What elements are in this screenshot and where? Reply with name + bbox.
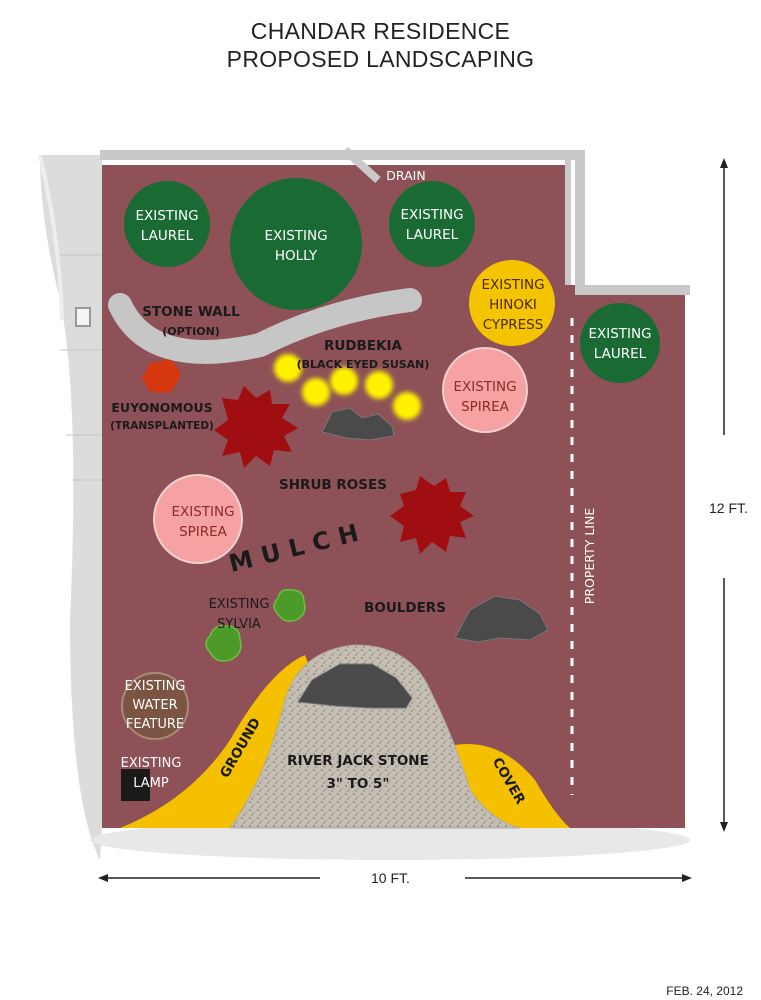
label-euyonomous: EUYONOMOUS	[111, 400, 212, 415]
label-stone-wall: STONE WALL	[142, 304, 240, 320]
boulder-top	[321, 407, 395, 441]
width-dimension-label: 10 FT.	[371, 870, 410, 886]
label-property-line: PROPERTY LINE	[582, 508, 597, 605]
label-lamp-1: EXISTING	[121, 756, 182, 771]
existing-laurel-right	[580, 303, 660, 383]
house-wall-shade	[40, 155, 102, 860]
label-laurel-r-2: LAUREL	[594, 346, 647, 362]
label-river-1: RIVER JACK STONE	[287, 753, 429, 769]
label-holly-2: HOLLY	[275, 248, 318, 264]
river-jack-stone	[229, 644, 521, 829]
boulder-center	[297, 663, 413, 709]
label-laurel-tc-2: LAUREL	[406, 227, 459, 243]
existing-water-feature	[121, 672, 189, 740]
label-laurel-r-1: EXISTING	[588, 326, 651, 342]
existing-sylvia-lower	[205, 624, 242, 662]
shrub-rose-lower	[390, 476, 474, 554]
label-holly-1: EXISTING	[264, 228, 327, 244]
label-hinoki-3: CYPRESS	[483, 317, 544, 333]
label-spirea-l-2: SPIREA	[179, 524, 228, 540]
border-wall	[100, 150, 690, 295]
label-rudbekia: RUDBEKIA	[324, 338, 403, 354]
euyonomous-shrub	[142, 359, 181, 393]
label-spirea-r-1: EXISTING	[453, 379, 516, 395]
label-spirea-r-2: SPIREA	[461, 399, 510, 415]
rudbekia-plants	[274, 354, 421, 420]
label-shrub-roses: SHRUB ROSES	[279, 477, 387, 493]
label-hinoki-2: HINOKI	[489, 297, 537, 313]
ground-shadow	[90, 820, 690, 860]
label-water-2: WATER	[132, 698, 177, 713]
title-line-1: CHANDAR RESIDENCE	[250, 18, 511, 44]
boulder-right	[454, 595, 549, 643]
window-icon	[75, 307, 91, 327]
drain-icon	[342, 147, 381, 183]
label-rudbekia-sub: (BLACK EYED SUSAN)	[297, 358, 430, 371]
existing-hinoki-cypress	[469, 260, 555, 346]
label-water-3: FEATURE	[126, 717, 184, 732]
label-hinoki-1: EXISTING	[481, 277, 544, 293]
label-stone-wall-option: (OPTION)	[162, 325, 220, 338]
label-boulders: BOULDERS	[364, 600, 446, 616]
label-drain: DRAIN	[386, 168, 425, 183]
existing-lamp	[121, 769, 150, 801]
existing-laurel-top-center	[389, 181, 475, 267]
stone-wall	[108, 288, 422, 364]
shrub-rose-upper	[214, 386, 298, 468]
existing-holly	[230, 178, 362, 310]
existing-laurel-top-left	[124, 181, 210, 267]
height-dimension-arrow	[720, 158, 728, 832]
width-dimension-arrow	[98, 874, 692, 882]
label-water-1: EXISTING	[125, 679, 186, 694]
label-sylvia-first: EXISTING	[209, 597, 270, 612]
existing-sylvia-upper	[273, 588, 306, 622]
height-dimension-label: 12 FT.	[709, 500, 748, 516]
existing-spirea-left	[153, 474, 243, 564]
label-laurel-tl-2: LAUREL	[141, 228, 194, 244]
plan-date: FEB. 24, 2012	[666, 984, 743, 998]
label-lamp-2: LAMP	[133, 776, 169, 791]
label-euyonomous-sub: (TRANSPLANTED)	[110, 420, 214, 432]
label-sylvia-second: SYLVIA	[217, 617, 261, 632]
label-laurel-tc-1: EXISTING	[400, 207, 463, 223]
label-spirea-l-1: EXISTING	[171, 504, 234, 520]
title-line-2: PROPOSED LANDSCAPING	[226, 46, 535, 72]
label-laurel-tl-1: EXISTING	[135, 208, 198, 224]
existing-spirea-right	[442, 347, 528, 433]
label-river-2: 3" TO 5"	[327, 776, 390, 792]
